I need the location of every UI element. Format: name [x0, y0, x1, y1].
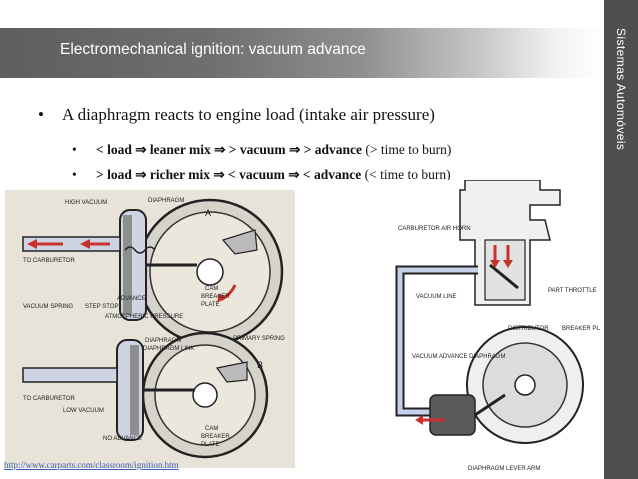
right-figure-labels: CARBURETOR AIR HORN PART THROTTLE VACUUM L…: [398, 226, 600, 472]
cam-a: [196, 258, 224, 286]
carburetor-bore: [484, 239, 526, 301]
slide-title: Electromechanical ignition: vacuum advan…: [60, 41, 366, 58]
source-link[interactable]: http://www.carparts.com/classroom/igniti…: [4, 460, 179, 470]
diagram-label: CAM: [205, 286, 218, 292]
diagram-label: TO CARBURETOR: [23, 258, 75, 264]
arrow-head: [217, 294, 227, 303]
left-figure-labels: HIGH VACUUM DIAPHRAGM A TO CARBURETOR VACUUM…: [23, 198, 285, 448]
vacuum-advance-diagram-svg: HIGH VACUUM DIAPHRAGM A TO CARBURETOR VACUUM…: [22, 198, 285, 459]
arrow-head: [27, 239, 37, 249]
diaphragm-a: [123, 215, 132, 315]
vacuum-advance-diaphragm: [429, 394, 476, 436]
sub-bullet-normal: (> time to burn): [362, 142, 452, 157]
diagram-label: LOW VACUUM: [63, 408, 104, 414]
sub-bullet-normal: (< time to burn): [361, 167, 451, 182]
vacuum-line-a: [22, 236, 121, 252]
diagram-label: DISTRIBUTOR: [508, 326, 549, 332]
diagram-label: PRIMARY SPRING: [233, 336, 285, 342]
breaker-points-a: [221, 229, 258, 255]
diagram-label: PART THROTTLE: [548, 288, 597, 294]
arrow-head: [80, 239, 90, 249]
sub-bullet-text: > load ⇒ richer mix ⇒ < vacuum ⇒ < advan…: [96, 167, 451, 183]
diagram-label: PLATE: [201, 442, 220, 448]
vacuum-advance-diagram: HIGH VACUUM DIAPHRAGM A TO CARBURETOR VACUUM…: [5, 190, 295, 468]
side-label-box: Sistemas Automóveis: [604, 0, 638, 230]
diagram-label: CARBURETOR AIR HORN: [398, 226, 471, 232]
diagram-label: CAM: [205, 426, 218, 432]
diagram-label: BREAKER PLATE: [562, 326, 600, 332]
diaphragm-lever-arm: [474, 393, 506, 417]
arrow-head: [415, 415, 423, 425]
diagram-label: DIAPHRAGM: [145, 338, 181, 344]
diagram-label: VACUUM LINE: [416, 294, 457, 300]
bullet-dot: •: [38, 105, 44, 124]
diagram-label: VACUUM SPRING: [23, 304, 74, 310]
cam-b: [192, 382, 218, 408]
carburetor-distributor-diagram: CARBURETOR AIR HORN PART THROTTLE VACUUM L…: [390, 180, 600, 479]
arrow-head: [490, 260, 500, 268]
sub-bullet-bold: < load ⇒ leaner mix ⇒ > vacuum ⇒ > advan…: [96, 142, 363, 157]
diagram-label: VACUUM ADVANCE DIAPHRAGM: [412, 354, 505, 360]
diagram-label: DIAPHRAGM: [148, 198, 184, 204]
vacuum-spring-a: [124, 246, 156, 254]
diagram-label: A: [205, 208, 211, 218]
sub-bullet-text: < load ⇒ leaner mix ⇒ > vacuum ⇒ > advan…: [96, 142, 451, 158]
sub-bullet-bold: > load ⇒ richer mix ⇒ < vacuum ⇒ < advan…: [96, 167, 362, 182]
diagram-label: ATMOSPHERIC PRESSURE: [105, 314, 183, 320]
title-band: Electromechanical ignition: vacuum advan…: [0, 28, 604, 78]
distributor-cam: [514, 374, 536, 396]
diagram-label: NO ADVANCE: [103, 436, 142, 442]
vacuum-line-inner: [397, 267, 478, 415]
breaker-points-b: [215, 361, 248, 383]
diagram-label: PLATE: [201, 302, 220, 308]
arrow-head: [503, 260, 513, 268]
throttle-plate: [489, 263, 519, 290]
diagram-label: BREAKER: [201, 294, 230, 300]
carburetor-distributor-diagram-svg: CARBURETOR AIR HORN PART THROTTLE VACUUM L…: [395, 180, 600, 472]
diagram-label: ADVANCE: [117, 296, 146, 302]
diagram-label: B: [257, 360, 263, 370]
diagram-label: STEP STOP: [85, 304, 118, 310]
side-strip: [604, 0, 638, 479]
diagram-label: HIGH VACUUM: [65, 200, 107, 206]
diaphragm-b: [130, 345, 139, 435]
bullet-dot: •: [72, 142, 77, 157]
bullet-dot: •: [72, 167, 77, 182]
vacuum-line-b: [22, 367, 118, 383]
diagram-label: BREAKER: [201, 434, 230, 440]
side-label: Sistemas Automóveis: [614, 28, 628, 151]
diagram-label: DIAPHRAGM LINK: [143, 346, 194, 352]
diagram-label: TO CARBURETOR: [23, 396, 75, 402]
bullet-main-text: A diaphragm reacts to engine load (intak…: [62, 105, 435, 124]
diagram-label: DIAPHRAGM LEVER ARM: [468, 466, 540, 472]
